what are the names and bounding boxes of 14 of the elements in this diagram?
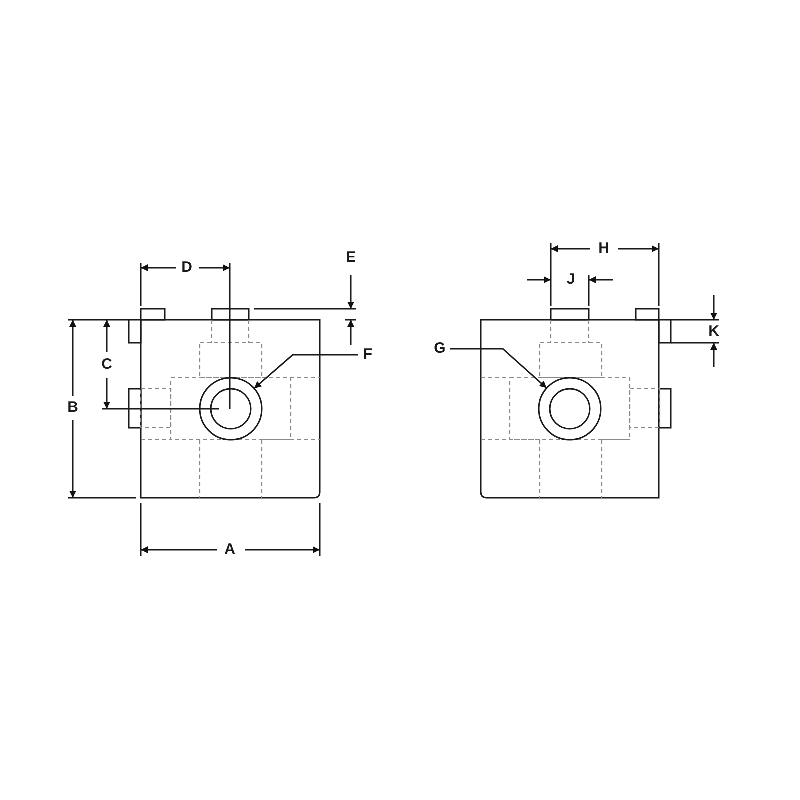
dimension-label: J (566, 272, 576, 288)
dimension-label: B (66, 400, 80, 416)
dimension-label: E (344, 250, 357, 266)
callout-letter: G (432, 341, 448, 357)
leader-line (450, 348, 548, 389)
through-hole (199, 377, 263, 441)
callout-letter: F (360, 347, 376, 363)
dimension-label: C (100, 357, 114, 373)
through-hole (538, 377, 602, 441)
dimension-label: A (224, 542, 236, 558)
dimension-label: K (708, 324, 720, 340)
dimension-label: H (598, 241, 610, 257)
leader-line (254, 354, 358, 390)
dimension-label: D (180, 260, 194, 276)
